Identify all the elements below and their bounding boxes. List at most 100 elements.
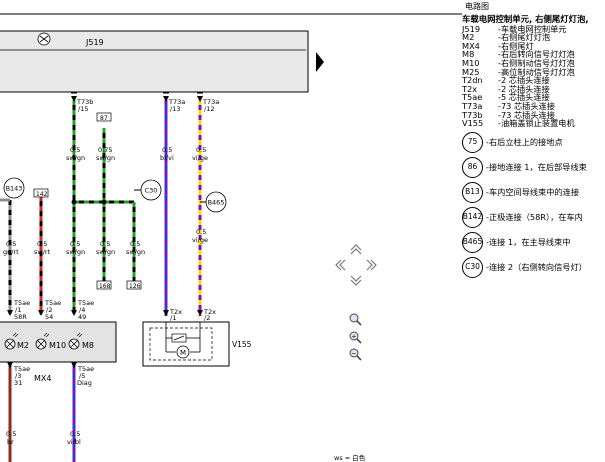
connector-pin: /2 xyxy=(46,306,52,314)
connector-t73a-label: T73a xyxy=(202,98,219,106)
connector-pin: /1 xyxy=(15,306,21,314)
motor-icon: M xyxy=(165,322,201,359)
connector-dot-74 xyxy=(71,199,77,205)
pan-up-icon[interactable] xyxy=(350,244,362,255)
zoom-fit-icon[interactable] xyxy=(349,313,362,326)
legend-item-code: M2 xyxy=(462,32,475,43)
motor-v155-label: V155 xyxy=(232,340,252,349)
wire-gauge: 0.5 xyxy=(162,146,172,154)
connector-t73b-pin: /15 xyxy=(78,105,88,113)
wire-gauge: 0.5 xyxy=(6,240,16,248)
legend-item: M25-高位制动信号灯灯泡 xyxy=(462,67,605,77)
wire-color: br xyxy=(7,438,14,446)
wire-gauge: 0.5 xyxy=(70,146,80,154)
legend-item-desc: -车载电网控制单元 xyxy=(498,23,567,34)
pin-arrows-bottom xyxy=(7,362,77,368)
zoom-out-icon[interactable]: − xyxy=(349,348,362,361)
splice-box xyxy=(33,188,49,198)
legend-circle-code: B465 xyxy=(462,231,483,253)
lamp-mx4-box xyxy=(0,321,117,363)
module-j519-box xyxy=(0,30,309,93)
legend-item-code: MX4 xyxy=(462,40,480,51)
connector-label: T5ae xyxy=(77,365,94,373)
wire-gauge: 0.5 xyxy=(6,430,16,438)
legend-item: M10 -右侧制动信号灯灯泡 xyxy=(462,59,605,68)
wire-gauge: 0.5 xyxy=(196,146,206,154)
legend-item-code: V155 xyxy=(462,118,484,129)
legend-circle-item[interactable]: B13-车内空间导线束中的连接 xyxy=(462,180,605,205)
legend-item-code: M8 xyxy=(462,49,475,60)
wire-color: sw/gn xyxy=(96,154,115,162)
connector-terminal: 31 xyxy=(14,379,22,387)
splice-box-label: 142 xyxy=(36,191,48,198)
pan-right-icon[interactable] xyxy=(366,259,377,271)
connector-terminal: 58R xyxy=(14,313,27,321)
connector-pin: /3 xyxy=(15,372,21,380)
connector-pin: /5 xyxy=(79,372,85,380)
expand-arrow-icon[interactable] xyxy=(316,52,324,72)
node-b143[interactable]: B143 xyxy=(3,177,25,199)
pan-down-icon[interactable] xyxy=(350,275,362,286)
ground-symbol-icon xyxy=(37,32,51,46)
connector-t73a-pin: /13 xyxy=(170,105,180,113)
connector-terminal: 49 xyxy=(78,313,86,321)
legend-item: T5ae-5 芯插头连接 xyxy=(462,93,605,102)
wire-color: sw/rt xyxy=(34,248,51,256)
legend-circle-item[interactable]: 75-右后立柱上的接地点 xyxy=(462,130,605,155)
zoom-in-icon[interactable]: + xyxy=(349,331,362,344)
legend-item-code: T73b xyxy=(462,109,483,120)
connector-dot-104 xyxy=(101,199,107,205)
splice-box xyxy=(96,112,112,122)
legend-item: T2dn-2 芯插头连接 xyxy=(462,76,605,85)
svg-text:−: − xyxy=(351,350,356,358)
legend-circle-item[interactable]: B465-连接 1，在主导线束中 xyxy=(462,230,605,255)
wire-color: vi/ge xyxy=(192,236,208,244)
legend-item-code: T2x xyxy=(462,83,478,94)
connector-label: T2x xyxy=(203,308,216,316)
legend-circle-desc: -连接 2（右侧转向信号灯） xyxy=(486,261,587,272)
legend-circle-item[interactable]: 86-接地连接 1，在后部导线束 xyxy=(462,155,605,180)
pin-arrow-icon xyxy=(197,96,203,102)
legend-circle-code: 75 xyxy=(462,131,483,153)
module-j519-label: J519 xyxy=(85,38,104,47)
connector-label: T5ae xyxy=(77,299,94,307)
legend-item-desc: -5 芯插头连接 xyxy=(498,92,550,103)
legend-item-code: M10 xyxy=(462,57,480,68)
legend-item-desc: -油箱盖锁止装置电机 xyxy=(498,118,575,129)
bulb-m10-icon xyxy=(35,332,50,350)
wire-gauge: 0.5 xyxy=(37,240,47,248)
connector-pin: /4 xyxy=(79,306,85,314)
svg-text:+: + xyxy=(351,333,356,341)
bulb-m2-icon xyxy=(4,332,19,350)
legend-item-code: T2dn xyxy=(462,75,483,86)
wire-gauge: 0.5 xyxy=(100,240,110,248)
legend-circle-code: B142 xyxy=(462,206,483,228)
legend-circle-desc: -车内空间导线束中的连接 xyxy=(486,186,580,197)
node-c30[interactable]: C30 xyxy=(140,179,162,201)
wire-gauge: 0.75 xyxy=(98,146,112,154)
legend-item: T2x-2 芯插头连接 xyxy=(462,85,605,94)
pan-left-icon[interactable] xyxy=(335,259,346,271)
node-b465[interactable]: B465 xyxy=(205,191,227,213)
wire-gauge: 0.5 xyxy=(70,430,80,438)
legend-item-desc: -右侧制动信号灯灯泡 xyxy=(498,57,575,68)
wire-color: gn/rt xyxy=(3,248,19,256)
page-header-title: 电路图 xyxy=(465,1,489,11)
connector-label: T5ae xyxy=(13,365,30,373)
legend-item: T73b-73 芯插头连接 xyxy=(462,109,605,120)
legend-item-desc: -右侧尾灯 xyxy=(498,40,534,51)
legend-circle-item[interactable]: B142-正极连接（58R），在车内 xyxy=(462,205,605,230)
connector-terminal: 54 xyxy=(45,313,53,321)
wire-color: vi/bl xyxy=(67,438,81,446)
legend-item: J519-车载电网控制单元 xyxy=(462,23,605,34)
legend-item: M8-右后转向信号灯灯泡 xyxy=(462,50,605,59)
wire-color: sw/gn xyxy=(126,248,145,256)
bulb-m2-label: M2 xyxy=(17,341,29,350)
bulb-m8-icon xyxy=(68,332,83,350)
legend-circle-item[interactable]: C30-连接 2（右侧转向信号灯） xyxy=(462,255,605,280)
splice-box xyxy=(96,280,112,290)
svg-text:M: M xyxy=(180,349,186,357)
legend-circle-code: 86 xyxy=(462,156,483,178)
